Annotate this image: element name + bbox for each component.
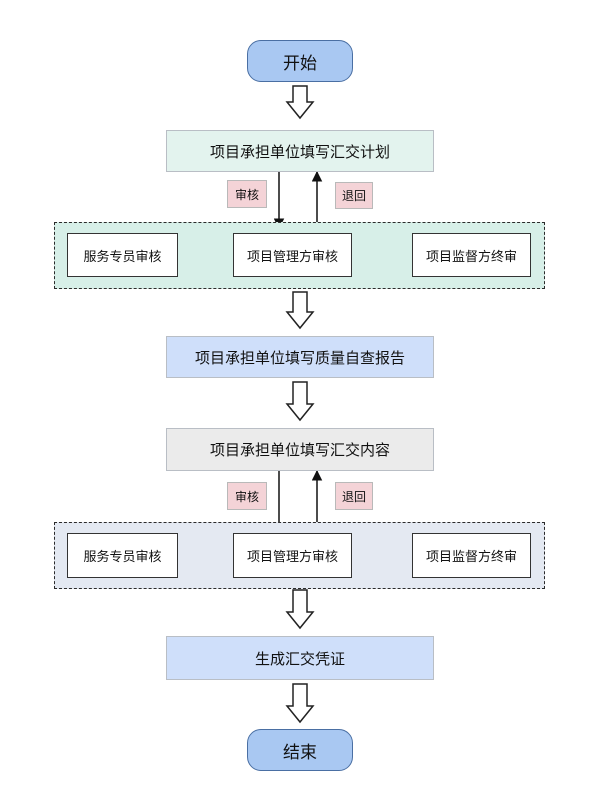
- manager-review-box-1: 项目管理方审核: [233, 233, 352, 277]
- flow-arrow-report-to-content: [285, 381, 315, 422]
- step-fill-submission-content: 项目承担单位填写汇交内容: [166, 428, 434, 471]
- start-node: 开始: [247, 40, 353, 82]
- step-fill-submission-plan: 项目承担单位填写汇交计划: [166, 130, 434, 172]
- flow-arrow-start-to-plan: [285, 85, 315, 120]
- step-fill-quality-report: 项目承担单位填写质量自查报告: [166, 336, 434, 378]
- flow-arrow-group1-to-report: [285, 291, 315, 330]
- return-tag-1: 退回: [335, 182, 373, 209]
- approve-tag-2: 审核: [227, 482, 267, 510]
- step-generate-voucher: 生成汇交凭证: [166, 636, 434, 680]
- service-review-box-1: 服务专员审核: [67, 233, 178, 277]
- flow-arrow-group2-to-voucher: [285, 589, 315, 630]
- service-review-box-2: 服务专员审核: [67, 533, 178, 578]
- flow-arrow-voucher-to-end: [285, 683, 315, 724]
- approve-tag-1: 审核: [227, 180, 267, 208]
- supervisor-review-box-2: 项目监督方终审: [412, 533, 531, 578]
- return-tag-2: 退回: [335, 482, 373, 510]
- end-node: 结束: [247, 729, 353, 771]
- manager-review-box-2: 项目管理方审核: [233, 533, 352, 578]
- supervisor-review-box-1: 项目监督方终审: [412, 233, 531, 277]
